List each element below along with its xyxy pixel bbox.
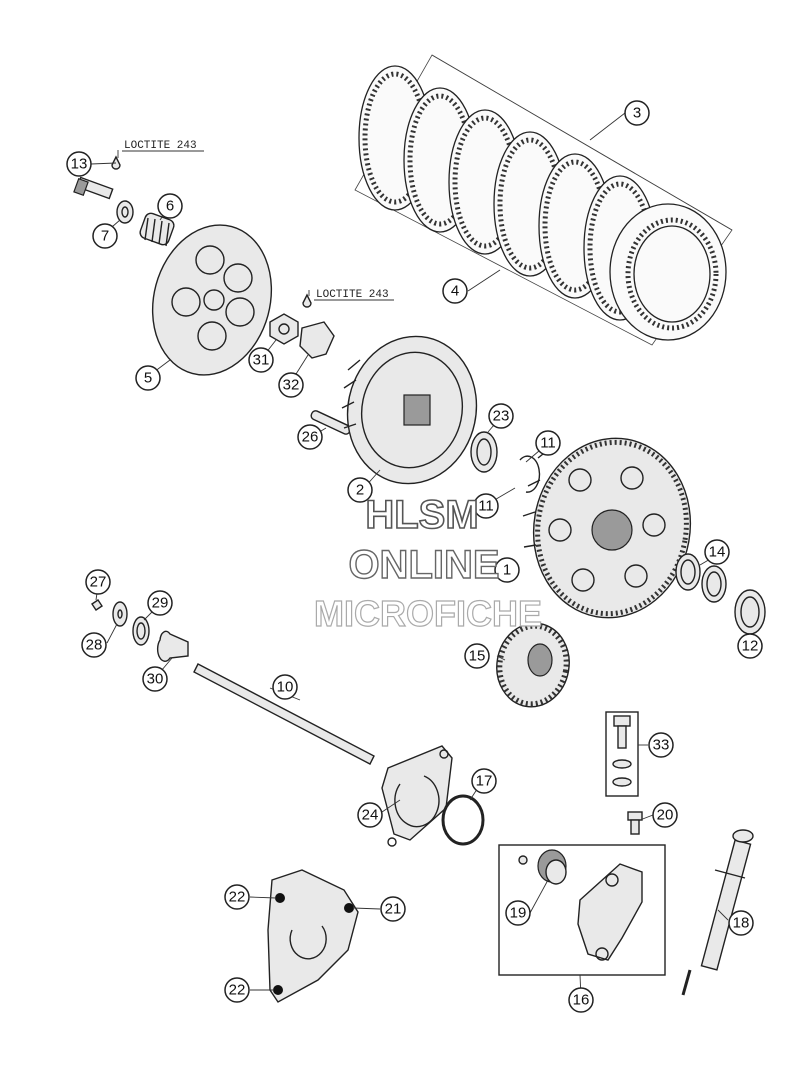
circlip <box>519 455 541 493</box>
push-rod-parts <box>91 599 189 662</box>
driven-gear <box>496 622 570 708</box>
callout-1-label: 1 <box>503 562 511 579</box>
callout-23-label: 23 <box>493 408 510 425</box>
pressure-cap <box>151 224 273 376</box>
callout-22-lower: 22 <box>224 977 250 1003</box>
callout-33-label: 33 <box>653 737 670 754</box>
loctite-note-upper-text: LOCTITE 243 <box>124 140 197 152</box>
callout-28-label: 28 <box>86 637 103 654</box>
callout-11-upper: 11 <box>535 430 561 456</box>
bleed-screw-kit <box>605 711 639 797</box>
callout-18-label: 18 <box>733 915 750 932</box>
gasket <box>381 745 453 847</box>
callout-11-upper-label: 11 <box>540 435 556 452</box>
slave-cylinder-set <box>498 844 666 976</box>
callout-24: 24 <box>357 802 383 828</box>
callout-32: 32 <box>278 372 304 398</box>
callout-22-upper-label: 22 <box>229 889 246 906</box>
callout-10-label: 10 <box>277 679 294 696</box>
callout-29-label: 29 <box>152 595 169 612</box>
clutch-plate-stack <box>354 54 733 346</box>
callout-27: 27 <box>85 569 111 595</box>
syringe <box>681 829 754 996</box>
inner-clutch-hub <box>341 335 478 485</box>
callout-22-lower-label: 22 <box>229 982 246 999</box>
callout-12: 12 <box>737 633 763 659</box>
needle-bearing <box>675 553 727 603</box>
spring-washer <box>116 200 134 224</box>
callout-32-label: 32 <box>283 377 300 394</box>
callout-31: 31 <box>248 347 274 373</box>
callout-26: 26 <box>297 424 323 450</box>
watermark-line2: ONLINE <box>348 543 499 587</box>
callout-10: 10 <box>272 674 298 700</box>
callout-24-label: 24 <box>362 807 379 824</box>
callout-11-lower-label: 11 <box>478 498 494 515</box>
screw <box>627 811 643 835</box>
callout-18: 18 <box>728 910 754 936</box>
callout-27-label: 27 <box>90 574 107 591</box>
callout-21-label: 21 <box>385 901 402 918</box>
callout-11-lower: 11 <box>473 493 499 519</box>
callout-19-label: 19 <box>510 905 527 922</box>
callout-15: 15 <box>464 643 490 669</box>
callout-30: 30 <box>142 666 168 692</box>
watermark-line3: MICROFICHE <box>314 593 542 634</box>
callout-21: 21 <box>380 896 406 922</box>
lock-washer <box>299 321 335 359</box>
callout-12-label: 12 <box>742 638 759 655</box>
callout-14: 14 <box>704 539 730 565</box>
callout-19: 19 <box>505 900 531 926</box>
loctite-drop-lower <box>302 293 312 308</box>
callout-28: 28 <box>81 632 107 658</box>
callout-17-label: 17 <box>476 773 493 790</box>
thrust-washer <box>470 431 498 473</box>
callout-30-label: 30 <box>147 671 164 688</box>
loctite-note-lower: LOCTITE 243 <box>314 289 394 301</box>
callout-20-label: 20 <box>657 807 674 824</box>
callout-6: 6 <box>157 193 183 219</box>
clutch-cover <box>267 869 359 1003</box>
callout-16: 16 <box>568 987 594 1013</box>
primary-gear-basket <box>522 437 692 619</box>
callout-23: 23 <box>488 403 514 429</box>
callout-3: 3 <box>624 100 650 126</box>
callout-16-label: 16 <box>573 992 590 1009</box>
callout-33: 33 <box>648 732 674 758</box>
callout-1: 1 <box>494 557 520 583</box>
callout-22-upper: 22 <box>224 884 250 910</box>
callout-26-label: 26 <box>302 429 319 446</box>
callout-4-label: 4 <box>451 283 459 300</box>
callout-5: 5 <box>135 365 161 391</box>
callout-15-label: 15 <box>469 648 486 665</box>
watermark-line1: HLSM <box>365 493 478 537</box>
callout-5-label: 5 <box>144 370 152 387</box>
o-ring <box>441 794 485 846</box>
callout-17: 17 <box>471 768 497 794</box>
callout-4: 4 <box>442 278 468 304</box>
hex-nut <box>269 313 299 345</box>
callout-3-label: 3 <box>633 105 641 122</box>
callout-14-label: 14 <box>709 544 726 561</box>
callout-13: 13 <box>66 151 92 177</box>
callout-7-label: 7 <box>101 228 109 245</box>
loctite-note-lower-text: LOCTITE 243 <box>316 289 389 301</box>
callout-2-label: 2 <box>356 482 364 499</box>
clutch-plates <box>358 65 727 341</box>
callout-29: 29 <box>147 590 173 616</box>
clutch-spring <box>139 212 175 247</box>
clutch-bolt <box>73 176 114 200</box>
push-rod <box>193 663 375 765</box>
loctite-note-upper: LOCTITE 243 <box>122 140 204 152</box>
callout-6-label: 6 <box>166 198 174 215</box>
support-washer <box>734 589 766 635</box>
watermark: HLSM ONLINE MICROFICHE <box>313 492 542 634</box>
callout-7: 7 <box>92 223 118 249</box>
callout-2: 2 <box>347 477 373 503</box>
callout-31-label: 31 <box>253 352 270 369</box>
callout-20: 20 <box>652 802 678 828</box>
callout-13-label: 13 <box>71 156 88 173</box>
